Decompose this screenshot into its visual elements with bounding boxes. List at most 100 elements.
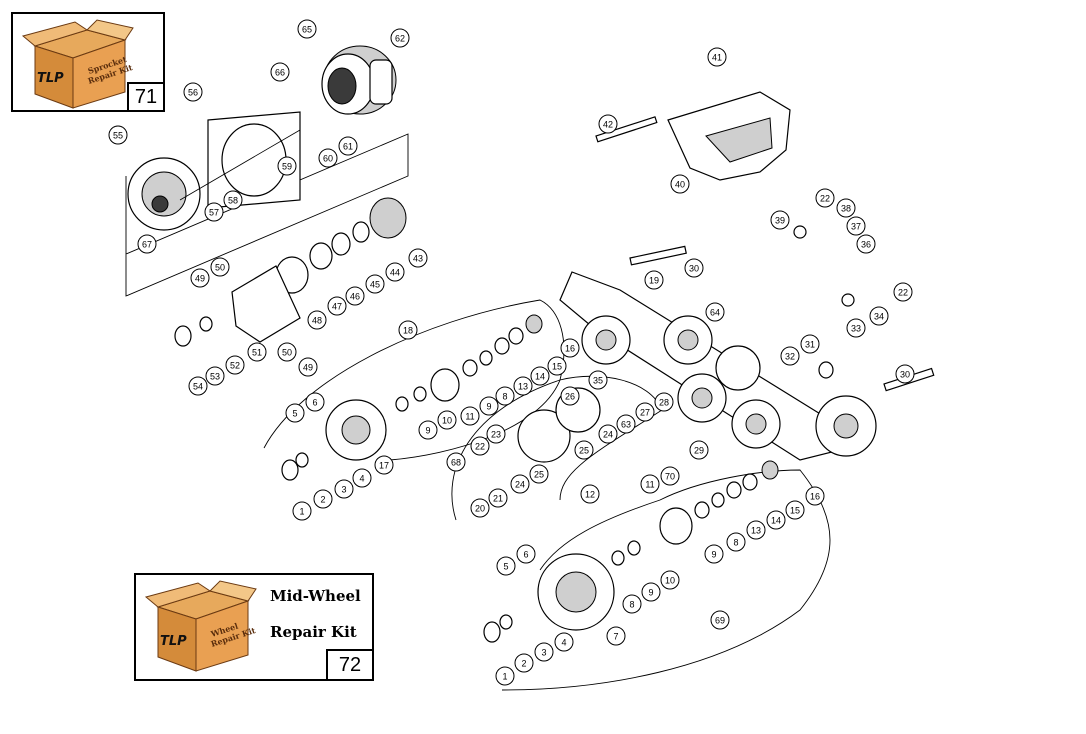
callout-61[interactable]: 61 (338, 136, 358, 156)
callout-8b[interactable]: 8 (726, 532, 746, 552)
callout-52[interactable]: 52 (225, 355, 245, 375)
callout-41[interactable]: 41 (707, 47, 727, 67)
callout-3[interactable]: 3 (334, 479, 354, 499)
callout-31[interactable]: 31 (800, 334, 820, 354)
callout-49b[interactable]: 49 (298, 357, 318, 377)
callout-23[interactable]: 23 (486, 424, 506, 444)
callout-24b[interactable]: 24 (510, 474, 530, 494)
callout-63[interactable]: 63 (616, 414, 636, 434)
callout-39[interactable]: 39 (770, 210, 790, 230)
callout-12[interactable]: 12 (580, 484, 600, 504)
callout-10b[interactable]: 10 (660, 570, 680, 590)
callout-43[interactable]: 43 (408, 248, 428, 268)
callout-14b[interactable]: 14 (766, 510, 786, 530)
callout-13b[interactable]: 13 (746, 520, 766, 540)
callout-17[interactable]: 17 (374, 455, 394, 475)
callout-53[interactable]: 53 (205, 366, 225, 386)
callout-48[interactable]: 48 (307, 310, 327, 330)
callout-3b[interactable]: 3 (534, 642, 554, 662)
callout-2b[interactable]: 2 (514, 653, 534, 673)
callout-27[interactable]: 27 (635, 402, 655, 422)
callout-1b[interactable]: 1 (495, 666, 515, 686)
callout-22b[interactable]: 22 (893, 282, 913, 302)
callout-50[interactable]: 50 (210, 257, 230, 277)
callout-8[interactable]: 8 (495, 386, 515, 406)
callout-14[interactable]: 14 (530, 366, 550, 386)
callout-8c[interactable]: 8 (622, 594, 642, 614)
callout-55[interactable]: 55 (108, 125, 128, 145)
callout-1[interactable]: 1 (292, 501, 312, 521)
callout-7[interactable]: 7 (606, 626, 626, 646)
callout-65[interactable]: 65 (297, 19, 317, 39)
callout-44[interactable]: 44 (385, 262, 405, 282)
callout-70[interactable]: 70 (660, 466, 680, 486)
callout-32[interactable]: 32 (780, 346, 800, 366)
callout-13[interactable]: 13 (513, 376, 533, 396)
callout-12b[interactable]: 9 (418, 420, 438, 440)
callout-59[interactable]: 59 (277, 156, 297, 176)
callout-22[interactable]: 22 (815, 188, 835, 208)
callout-37[interactable]: 37 (846, 216, 866, 236)
callout-34[interactable]: 34 (869, 306, 889, 326)
callout-46[interactable]: 46 (345, 286, 365, 306)
callout-58[interactable]: 58 (223, 190, 243, 210)
callout-69[interactable]: 69 (710, 610, 730, 630)
callout-40[interactable]: 40 (670, 174, 690, 194)
callout-circle (726, 532, 746, 552)
callout-66[interactable]: 66 (270, 62, 290, 82)
callout-label: 8 (502, 392, 507, 402)
callout-25b[interactable]: 25 (529, 464, 549, 484)
callout-4[interactable]: 4 (352, 468, 372, 488)
callout-20[interactable]: 20 (470, 498, 490, 518)
callout-47[interactable]: 47 (327, 296, 347, 316)
callout-9c[interactable]: 9 (641, 582, 661, 602)
callout-30b[interactable]: 30 (895, 364, 915, 384)
callout-5b[interactable]: 5 (496, 556, 516, 576)
callout-18[interactable]: 18 (398, 320, 418, 340)
callout-9b[interactable]: 9 (704, 544, 724, 564)
callout-54[interactable]: 54 (188, 376, 208, 396)
callout-4b[interactable]: 4 (554, 632, 574, 652)
callout-26[interactable]: 26 (560, 386, 580, 406)
callout-49[interactable]: 49 (190, 268, 210, 288)
callout-22c[interactable]: 22 (470, 436, 490, 456)
callout-9[interactable]: 9 (479, 396, 499, 416)
sprocket-repair-kit-panel[interactable]: TLP Sprocket Repair Kit 71 (11, 12, 165, 112)
callout-51[interactable]: 51 (247, 342, 267, 362)
callout-33[interactable]: 33 (846, 318, 866, 338)
callout-6[interactable]: 6 (305, 392, 325, 412)
callout-16[interactable]: 16 (560, 338, 580, 358)
callout-19[interactable]: 19 (644, 270, 664, 290)
callout-68[interactable]: 68 (446, 452, 466, 472)
callout-57[interactable]: 57 (204, 202, 224, 222)
callout-60[interactable]: 60 (318, 148, 338, 168)
callout-50b[interactable]: 50 (277, 342, 297, 362)
callout-64[interactable]: 64 (705, 302, 725, 322)
midwheel-repair-kit-panel[interactable]: TLP Wheel Repair Kit Mid-Wheel Repair Ki… (134, 573, 374, 681)
callout-35[interactable]: 35 (588, 370, 608, 390)
callout-38[interactable]: 38 (836, 198, 856, 218)
callout-10[interactable]: 10 (437, 410, 457, 430)
callout-11[interactable]: 11 (460, 406, 480, 426)
callout-36[interactable]: 36 (856, 234, 876, 254)
callout-circle (307, 310, 327, 330)
callout-67[interactable]: 67 (137, 234, 157, 254)
callout-45[interactable]: 45 (365, 274, 385, 294)
callout-56[interactable]: 56 (183, 82, 203, 102)
callout-2[interactable]: 2 (313, 489, 333, 509)
callout-15b[interactable]: 15 (785, 500, 805, 520)
callout-16b[interactable]: 16 (805, 486, 825, 506)
callout-24[interactable]: 24 (598, 424, 618, 444)
callout-21[interactable]: 21 (488, 488, 508, 508)
callout-30[interactable]: 30 (684, 258, 704, 278)
callout-6b[interactable]: 6 (516, 544, 536, 564)
callout-11b[interactable]: 11 (640, 474, 660, 494)
callout-42[interactable]: 42 (598, 114, 618, 134)
callout-62[interactable]: 62 (390, 28, 410, 48)
callout-25[interactable]: 25 (574, 440, 594, 460)
callout-28[interactable]: 28 (654, 392, 674, 412)
callout-5[interactable]: 5 (285, 403, 305, 423)
callout-29[interactable]: 29 (689, 440, 709, 460)
callout-15[interactable]: 15 (547, 356, 567, 376)
callout-circle (560, 386, 580, 406)
